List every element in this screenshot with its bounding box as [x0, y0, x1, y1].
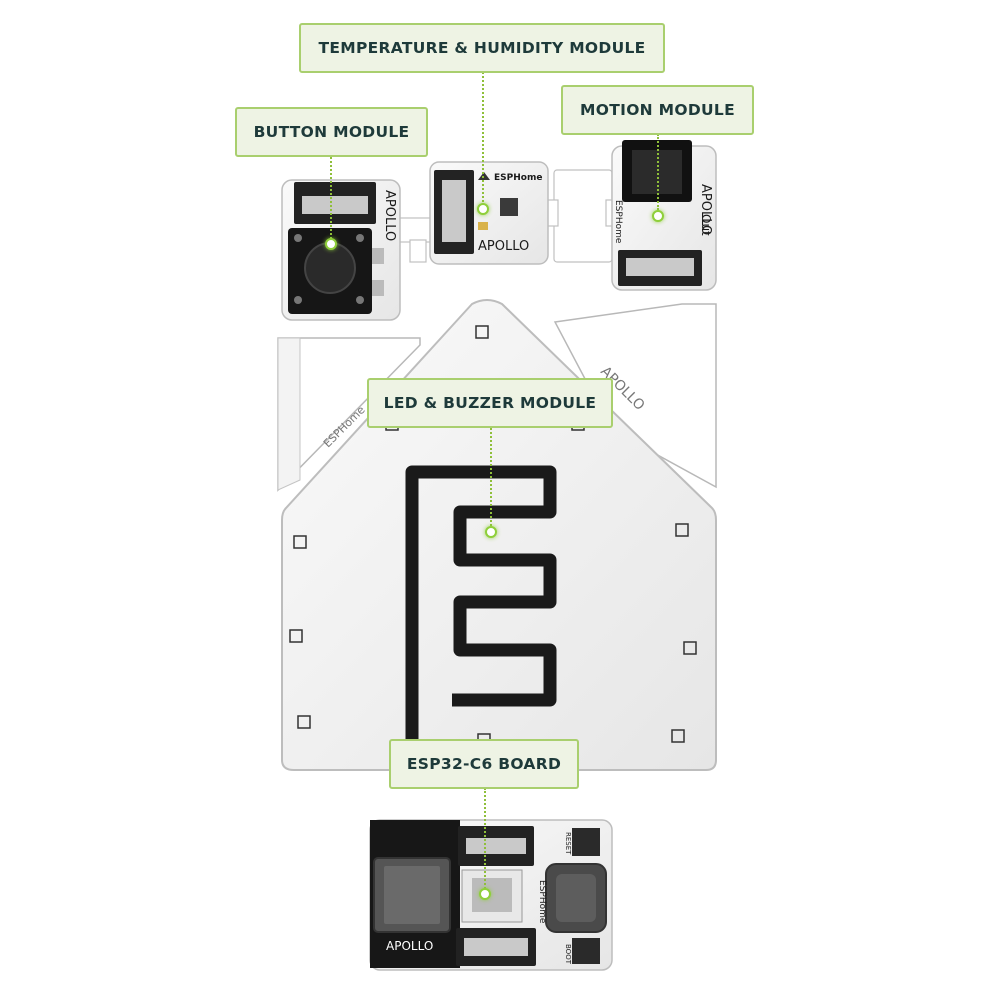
motion-module-esphome-label: ESPHome [613, 200, 623, 244]
esp32-esphome-label: ESPHome [537, 880, 547, 924]
esp32-c6-board [369, 819, 613, 971]
leader-button [330, 157, 332, 243]
callout-led-buzzer: LED & BUZZER MODULE [367, 378, 613, 428]
leader-temp-humidity [482, 72, 484, 206]
motion-module-apollo-label: APOLLO [698, 184, 713, 235]
target-dot-button [325, 238, 337, 250]
callout-esp32: ESP32-C6 BOARD [389, 739, 579, 789]
temp-module-apollo-label: APOLLO [478, 239, 529, 254]
leader-esp32 [484, 788, 486, 892]
esp32-boot-label: BOOT [564, 944, 572, 965]
callout-button: BUTTON MODULE [235, 107, 428, 157]
callout-motion: MOTION MODULE [561, 85, 754, 135]
carrier-frame-left [277, 337, 421, 492]
target-dot-motion [652, 210, 664, 222]
temp-humidity-module-board [429, 161, 549, 265]
esp32-apollo-label: APOLLO [386, 939, 433, 953]
button-module-board [281, 179, 401, 321]
target-dot-temp-humidity [477, 203, 489, 215]
motion-module-out-label: Out [699, 214, 713, 236]
target-dot-esp32 [479, 888, 491, 900]
leader-motion [657, 134, 659, 210]
esp32-reset-label: RESET [564, 832, 572, 855]
button-module-apollo-label: APOLLO [382, 190, 397, 241]
temp-module-esphome-label: ESPHome [494, 173, 542, 183]
leader-led-buzzer [490, 428, 492, 526]
callout-temp-humidity: TEMPERATURE & HUMIDITY MODULE [299, 23, 665, 73]
target-dot-led-buzzer [485, 526, 497, 538]
